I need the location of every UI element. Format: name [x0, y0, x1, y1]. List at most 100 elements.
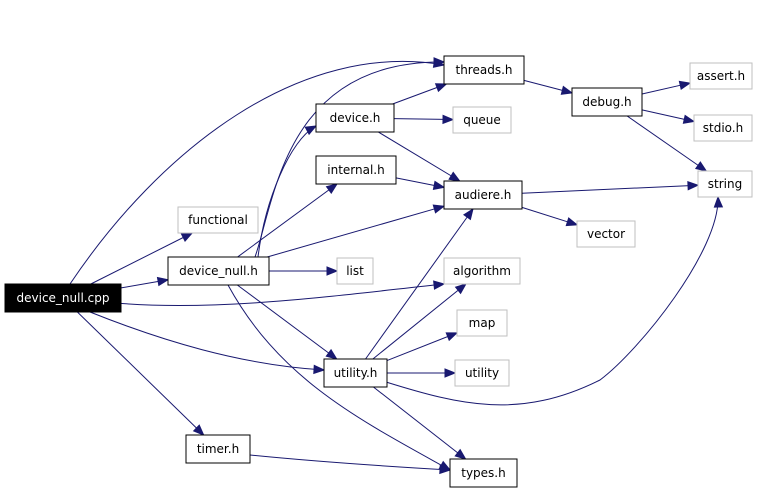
node-box — [689, 62, 753, 90]
edge-device-null-h-to-utility-h — [237, 284, 338, 360]
arrowhead — [304, 125, 318, 136]
arrowhead — [560, 85, 574, 95]
node-box — [697, 170, 753, 198]
edge-device-h-to-audiere-h — [378, 131, 461, 182]
node-internal-h[interactable]: internal.h — [315, 155, 397, 185]
arrowhead — [432, 180, 446, 190]
node-stdio-h: stdio.h — [693, 114, 753, 142]
arrowhead — [445, 332, 459, 342]
node-box — [449, 458, 518, 488]
node-label: stdio.h — [703, 121, 743, 135]
node-vector: vector — [576, 220, 636, 248]
edge-device-null-h-to-device-h — [257, 125, 318, 258]
node-box — [571, 87, 643, 117]
node-label: string — [708, 177, 742, 191]
edge-utility-h-to-algorithm — [372, 283, 467, 360]
node-map: map — [456, 309, 508, 337]
arrowhead — [439, 464, 452, 475]
edge-device-h-to-threads-h — [392, 83, 448, 105]
node-label: algorithm — [453, 264, 511, 278]
node-label: device.h — [330, 111, 381, 125]
node-label: device_null.h — [179, 264, 258, 278]
node-label: types.h — [461, 466, 505, 480]
node-assert-h: assert.h — [689, 62, 753, 90]
node-functional: functional — [177, 206, 259, 234]
node-audiere-h[interactable]: audiere.h — [443, 180, 523, 210]
node-device-null-cpp[interactable]: device_null.cpp — [4, 283, 122, 313]
edge-utility-h-to-string — [385, 195, 724, 406]
node-list: list — [336, 257, 374, 285]
node-label: timer.h — [197, 442, 239, 456]
node-utility: utility — [454, 359, 510, 387]
node-debug-h[interactable]: debug.h — [571, 87, 643, 117]
edge-device-h-to-queue — [393, 114, 455, 125]
arrowhead — [433, 280, 446, 290]
arrowhead — [678, 80, 692, 91]
node-label: internal.h — [327, 163, 384, 177]
arrowhead — [713, 195, 724, 208]
edge-debug-h-to-assert-h — [641, 80, 692, 95]
arrowhead — [448, 171, 461, 182]
node-box — [443, 257, 521, 285]
edge-device-null-cpp-to-timer-h — [77, 311, 205, 436]
node-box — [456, 309, 508, 337]
node-timer-h[interactable]: timer.h — [185, 434, 251, 464]
edge-timer-h-to-types-h — [249, 454, 452, 475]
edge-device-null-h-to-audiere-h — [267, 204, 446, 258]
node-label: queue — [463, 113, 501, 127]
node-label: threads.h — [455, 63, 512, 77]
node-label: list — [346, 264, 364, 278]
node-label: utility — [465, 366, 499, 380]
node-box — [454, 359, 510, 387]
arrowhead — [192, 424, 205, 436]
node-box — [443, 55, 525, 85]
node-string: string — [697, 170, 753, 198]
edge-device-null-h-to-list — [269, 266, 339, 276]
node-box — [576, 220, 636, 248]
arrowhead — [565, 217, 579, 227]
edge-device-null-cpp-to-algorithm — [115, 280, 446, 307]
node-label: vector — [587, 227, 625, 241]
arrowhead — [694, 161, 708, 172]
node-label: map — [469, 316, 496, 330]
node-threads-h[interactable]: threads.h — [443, 55, 525, 85]
arrowhead — [682, 114, 696, 124]
edge-utility-h-to-audiere-h — [365, 207, 474, 360]
arrowhead — [325, 348, 338, 360]
arrowhead — [454, 283, 467, 295]
edge-utility-h-to-map — [386, 332, 459, 362]
arrowhead — [432, 204, 446, 214]
arrowhead — [687, 180, 700, 191]
arrowhead — [325, 183, 339, 195]
node-types-h[interactable]: types.h — [449, 458, 518, 488]
arrowhead — [442, 114, 455, 125]
arrowhead — [434, 83, 448, 93]
edge-debug-h-to-stdio-h — [641, 109, 696, 124]
edge-device-null-cpp-to-functional — [90, 232, 194, 285]
edges-layer — [69, 57, 724, 475]
edge-audiere-h-to-vector — [521, 206, 579, 227]
node-box — [4, 283, 122, 313]
node-box — [185, 434, 251, 464]
node-device-null-h[interactable]: device_null.h — [167, 256, 270, 286]
node-box — [167, 256, 270, 286]
node-label: debug.h — [582, 95, 631, 109]
edge-internal-h-to-audiere-h — [395, 177, 446, 190]
node-label: assert.h — [697, 69, 745, 83]
arrowhead — [433, 57, 446, 67]
arrowhead — [313, 364, 326, 375]
node-box — [177, 206, 259, 234]
node-box — [452, 106, 512, 134]
arrowhead — [444, 368, 457, 378]
node-box — [315, 155, 397, 185]
edge-utility-h-to-types-h — [373, 386, 467, 460]
edge-device-null-h-to-internal-h — [237, 183, 339, 258]
node-utility-h[interactable]: utility.h — [323, 358, 388, 388]
edge-utility-h-to-utility — [387, 368, 457, 378]
nodes-layer: device_null.cpp device_null.h threads.h deb… — [4, 55, 753, 488]
node-queue: queue — [452, 106, 512, 134]
node-device-h[interactable]: device.h — [315, 103, 395, 133]
node-label: functional — [188, 213, 248, 227]
node-box — [443, 180, 523, 210]
